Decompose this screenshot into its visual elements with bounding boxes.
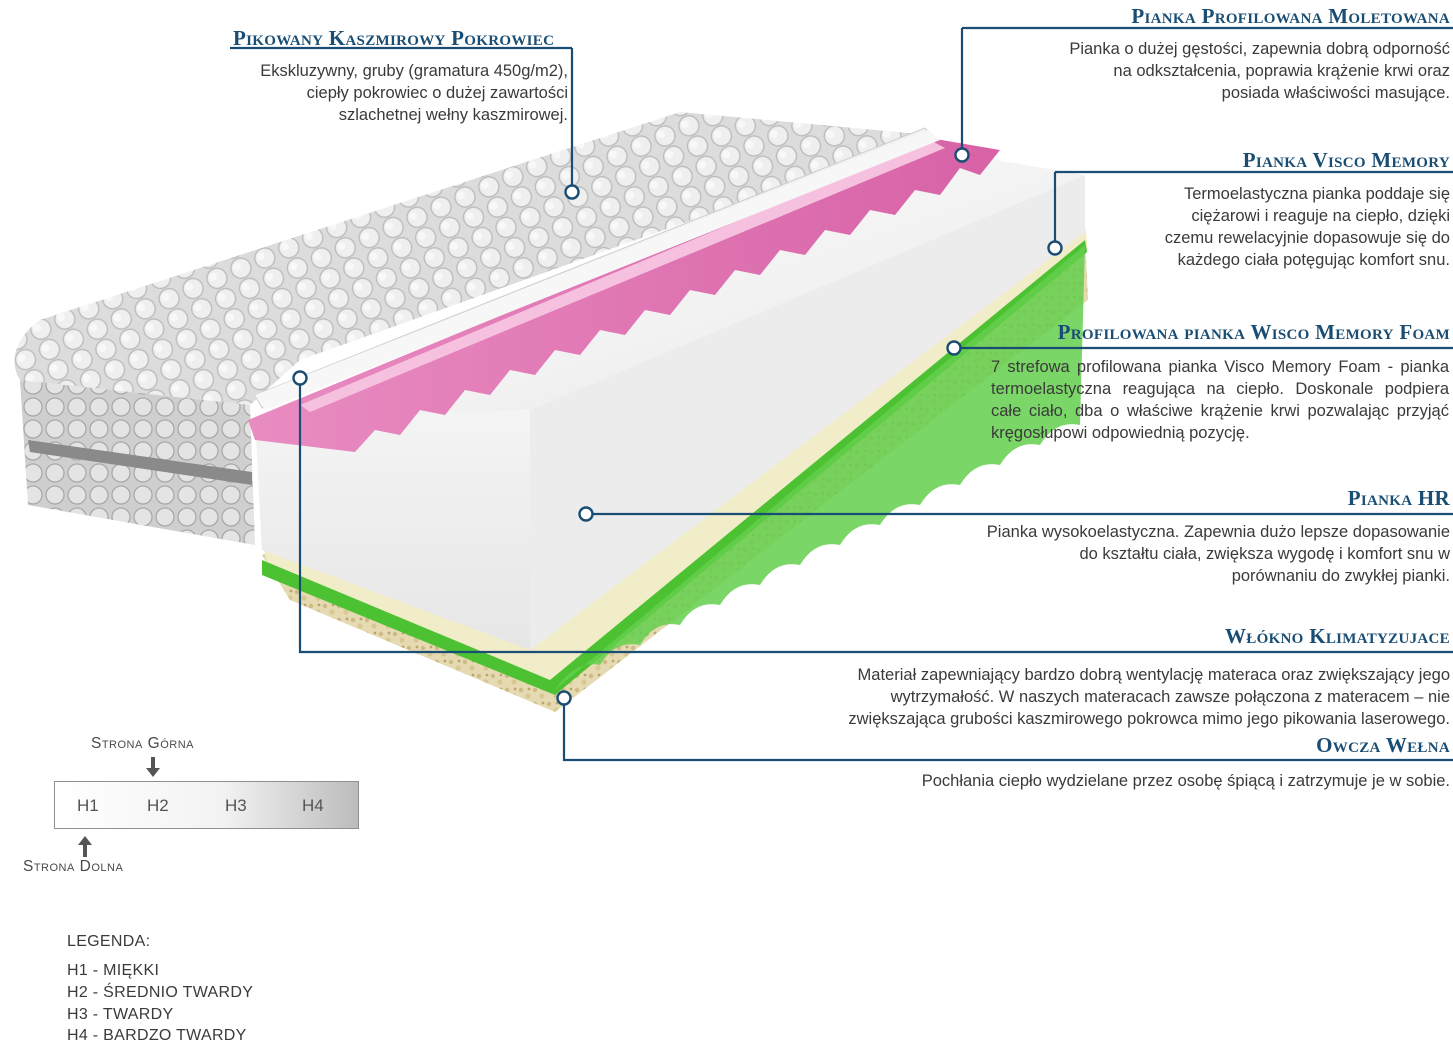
profiled-foam bbox=[248, 138, 1000, 452]
profiled-foam-line-2: na odkształcenia, poprawia krążenie krwi… bbox=[1113, 62, 1450, 80]
profiled-foam-top-highlight bbox=[300, 140, 945, 412]
visco-line-2: ciężarowi i reaguje na ciepło, dzięki bbox=[1191, 207, 1450, 225]
hardness-bar: H1 H2 H3 H4 bbox=[54, 781, 359, 829]
hr-foam-title: Pianka HR bbox=[1347, 486, 1450, 510]
hr-foam-description: Pianka wysokoelastyczna. Zapewnia dużo l… bbox=[870, 521, 1450, 587]
hr-foam-line-3: porównaniu do zwykłej pianki. bbox=[1231, 567, 1450, 585]
hr-foam-front bbox=[255, 410, 530, 650]
profiled-foam-line-3: posiada właściwości masujące. bbox=[1221, 84, 1450, 102]
leader-wool bbox=[562, 698, 1453, 762]
visco-line-1: Termoelastyczna pianka poddaje się bbox=[1184, 185, 1450, 203]
legend-item-h3: H3 - TWARDY bbox=[67, 1006, 174, 1023]
visco-line-3: czemu rewelacyjnie dopasowuje się do bbox=[1164, 229, 1450, 247]
cover-line-2: ciepły pokrowiec o dużej zawartości bbox=[306, 84, 568, 102]
hr-foam-right bbox=[530, 175, 1085, 650]
hardness-h4: H4 bbox=[302, 796, 324, 815]
top-sheet bbox=[255, 130, 940, 410]
profiled-foam-line-1: Pianka o dużej gęstości, zapewnia dobrą … bbox=[1069, 40, 1450, 58]
legend-item-h4: H4 - BARDZO TWARDY bbox=[67, 1027, 247, 1044]
cover-top bbox=[40, 112, 930, 360]
profiled-foam-title: Pianka Profilowana Moletowana bbox=[1131, 4, 1450, 28]
bottom-side-label: Strona Dolna bbox=[23, 858, 124, 875]
fiber-description: Materiał zapewniający bardzo dobrą wenty… bbox=[690, 664, 1450, 730]
fiber-line-2: wytrzymałość. W naszych materacach zawsz… bbox=[890, 688, 1450, 706]
up-arrow-icon bbox=[78, 836, 92, 857]
top-side-label: Strona Górna bbox=[91, 735, 194, 752]
cover-piping bbox=[28, 440, 252, 485]
visco-title: Pianka Visco Memory bbox=[1242, 148, 1450, 172]
fiber-line-3: zwiększająca grubości kaszmirowego pokro… bbox=[848, 710, 1450, 728]
hr-foam-line-1: Pianka wysokoelastyczna. Zapewnia dużo l… bbox=[986, 523, 1450, 541]
visco-foam-title: Profilowana pianka Wisco Memory Foam bbox=[1057, 320, 1450, 344]
hardness-h3: H3 bbox=[225, 796, 247, 815]
cover-description: Ekskluzywny, gruby (gramatura 450g/m2), … bbox=[150, 60, 568, 126]
cover-end bbox=[14, 320, 300, 405]
down-arrow-icon bbox=[146, 757, 160, 777]
visco-line-4: każdego ciała potęgując komfort snu. bbox=[1177, 251, 1450, 269]
legend-title: LEGENDA: bbox=[67, 933, 151, 950]
hr-foam-line-2: do kształtu ciała, zwiększa wygodę i kom… bbox=[1079, 545, 1451, 563]
cover-title: Pikowany Kaszmirowy Pokrowiec bbox=[233, 26, 555, 50]
cover-line-1: Ekskluzywny, gruby (gramatura 450g/m2), bbox=[260, 62, 568, 80]
visco-foam-description: 7 strefowa profilowana pianka Visco Memo… bbox=[991, 358, 1449, 442]
legend-item-h2: H2 - ŚREDNIO TWARDY bbox=[67, 984, 254, 1001]
wool-title: Owcza Wełna bbox=[1316, 733, 1450, 757]
fiber-line-1: Materiał zapewniający bardzo dobrą wenty… bbox=[857, 666, 1450, 684]
profiled-foam-description: Pianka o dużej gęstości, zapewnia dobrą … bbox=[970, 38, 1450, 104]
visco-description: Termoelastyczna pianka poddaje się cięża… bbox=[1090, 183, 1450, 271]
visco-edge-wave bbox=[555, 245, 1085, 690]
cover-line-3: szlachetnej wełny kaszmirowej. bbox=[338, 106, 568, 124]
wool-line-1: Pochłania ciepło wydzielane przez osobę … bbox=[921, 772, 1450, 790]
hardness-h1: H1 bbox=[77, 796, 99, 815]
leader-lines bbox=[230, 26, 1453, 762]
leader-dots bbox=[292, 147, 1063, 706]
wool-description: Pochłania ciepło wydzielane przez osobę … bbox=[750, 770, 1450, 792]
fiber-title: Włókno Klimatyzujace bbox=[1225, 624, 1450, 648]
leader-fiber bbox=[298, 378, 1453, 654]
hardness-h2: H2 bbox=[147, 796, 169, 815]
legend-item-h1: H1 - MIĘKKI bbox=[67, 962, 160, 979]
